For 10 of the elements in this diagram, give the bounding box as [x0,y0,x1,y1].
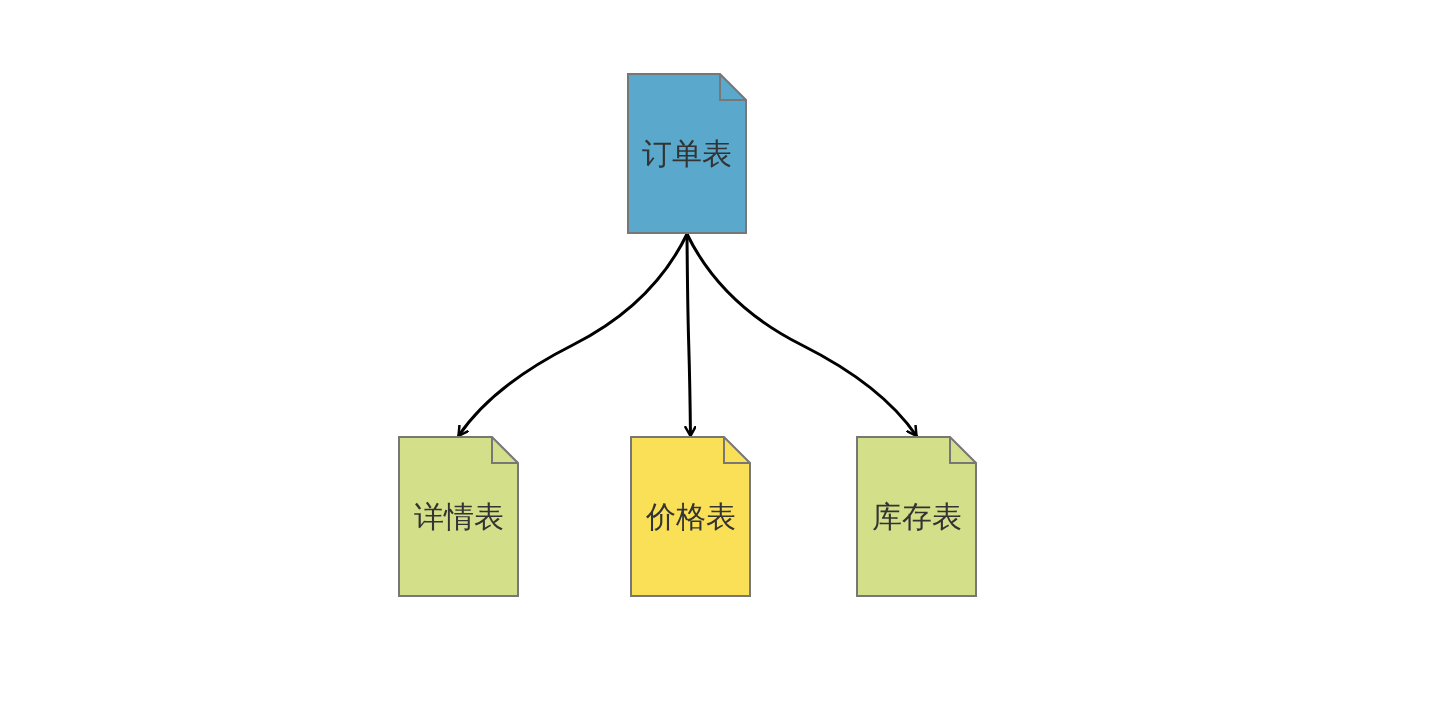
arrow [457,232,689,438]
document-shape [628,74,746,233]
document-shape [857,437,976,596]
document-shape [631,437,750,596]
table-name: 库存表 [870,497,963,535]
document-shape [399,437,518,596]
arrow [685,232,918,438]
table-name: 价格表 [644,497,737,535]
table-name: 详情表 [412,497,505,535]
table-name: 订单表 [641,134,733,172]
